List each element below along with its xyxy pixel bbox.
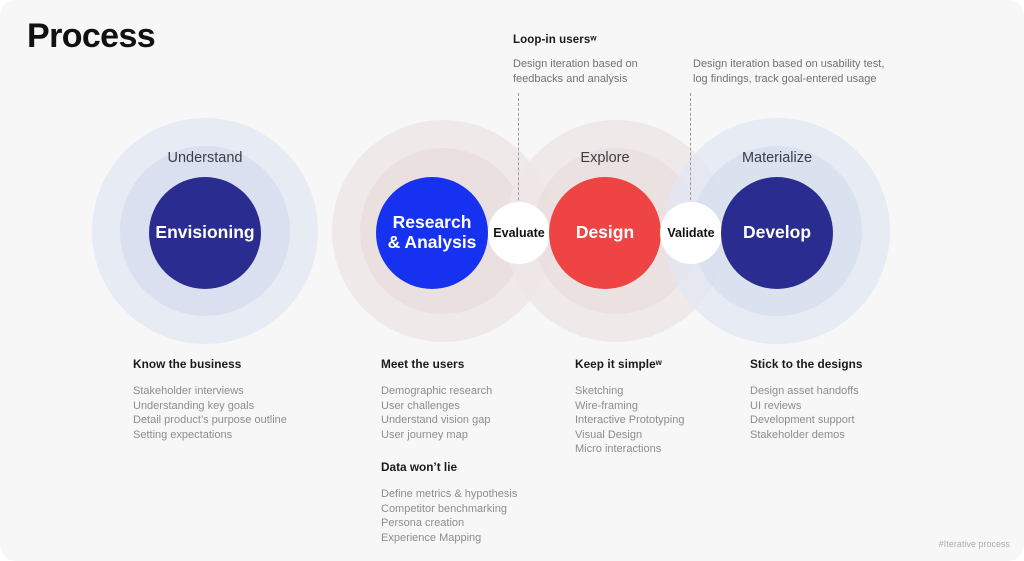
connector-line-evaluate bbox=[518, 93, 519, 210]
phase-label-materialize: Materialize bbox=[741, 150, 813, 166]
column-subheading-data-wont-lie: Data won’t lie bbox=[381, 460, 458, 474]
phase-label-explore: Explore bbox=[580, 150, 630, 166]
list-item: Sketching bbox=[575, 385, 624, 397]
column-heading-stick-to-the-designs: Stick to the designs bbox=[750, 357, 863, 371]
list-item: UI reviews bbox=[750, 399, 802, 412]
list-item: Micro interactions bbox=[575, 443, 662, 455]
list-item: Visual Design bbox=[575, 428, 643, 441]
gate-circle-validate[interactable]: Validate bbox=[660, 202, 722, 264]
gate-label-evaluate: Evaluate bbox=[493, 225, 545, 240]
connector-line-validate bbox=[690, 93, 691, 210]
callout-body-loop-in-users: Design iteration based on feedbacks and … bbox=[513, 58, 638, 85]
column-list-meet-the-users: Demographic research User challenges Und… bbox=[381, 384, 517, 442]
watermark-label: #Iterative process bbox=[938, 539, 1010, 549]
list-item: User challenges bbox=[381, 399, 460, 412]
column-know-the-business: Know the business Stakeholder interviews… bbox=[133, 357, 287, 442]
core-label-research-analysis: Research & Analysis bbox=[387, 212, 477, 252]
column-heading-meet-the-users: Meet the users bbox=[381, 357, 465, 371]
list-item: Competitor benchmarking bbox=[381, 502, 507, 515]
list-item: Understand vision gap bbox=[381, 414, 491, 426]
column-keep-it-simple: Keep it simpleʷ Sketching Wire-framing I… bbox=[575, 357, 684, 457]
list-item: Demographic research bbox=[381, 385, 493, 397]
list-item: Stakeholder demos bbox=[750, 428, 845, 441]
column-list-data-wont-lie: Define metrics & hypothesis Competitor b… bbox=[381, 487, 517, 545]
column-heading-know-the-business: Know the business bbox=[133, 357, 242, 371]
list-item: Setting expectations bbox=[133, 428, 233, 441]
page-title: Process bbox=[27, 17, 156, 55]
core-circle-design[interactable]: Design bbox=[549, 177, 661, 289]
gate-label-validate: Validate bbox=[667, 225, 715, 240]
list-item: Wire-framing bbox=[575, 399, 638, 412]
gate-circle-evaluate[interactable]: Evaluate bbox=[488, 202, 550, 264]
core-circle-research-analysis[interactable]: Research & Analysis bbox=[376, 177, 488, 289]
callout-body-usability-test: Design iteration based on usability test… bbox=[693, 58, 885, 85]
list-item: User journey map bbox=[381, 428, 468, 441]
list-item: Design asset handoffs bbox=[750, 385, 859, 397]
core-label-envisioning: Envisioning bbox=[155, 222, 255, 243]
phase-label-understand: Understand bbox=[167, 150, 243, 166]
list-item: Understanding key goals bbox=[133, 399, 255, 412]
diagram-stage: Understand Explore Materialize Envisioni… bbox=[92, 93, 890, 344]
core-circle-develop[interactable]: Develop bbox=[721, 177, 833, 289]
list-item: Development support bbox=[750, 414, 855, 426]
list-item: Interactive Prototyping bbox=[575, 414, 685, 426]
column-list-know-the-business: Stakeholder interviews Understanding key… bbox=[133, 384, 287, 442]
callout-title-loop-in-users: Loop-in usersʷ bbox=[513, 34, 597, 46]
column-meet-the-users: Meet the users Demographic research User… bbox=[381, 357, 517, 545]
list-item: Experience Mapping bbox=[381, 531, 482, 544]
callout-loop-in-users: Loop-in usersʷ Design iteration based on… bbox=[513, 34, 703, 87]
core-label-design: Design bbox=[575, 222, 635, 243]
list-item: Persona creation bbox=[381, 517, 465, 529]
core-circle-envisioning[interactable]: Envisioning bbox=[149, 177, 261, 289]
column-stick-to-the-designs: Stick to the designs Design asset handof… bbox=[750, 357, 862, 442]
core-label-develop: Develop bbox=[742, 222, 812, 243]
column-heading-keep-it-simple: Keep it simpleʷ bbox=[575, 357, 662, 371]
column-list-keep-it-simple: Sketching Wire-framing Interactive Proto… bbox=[575, 384, 684, 457]
list-item: Detail product’s purpose outline bbox=[133, 414, 287, 426]
callout-usability-test: Design iteration based on usability test… bbox=[693, 57, 898, 87]
list-item: Stakeholder interviews bbox=[133, 385, 244, 397]
list-item: Define metrics & hypothesis bbox=[381, 488, 518, 500]
column-list-stick-to-the-designs: Design asset handoffs UI reviews Develop… bbox=[750, 384, 862, 442]
